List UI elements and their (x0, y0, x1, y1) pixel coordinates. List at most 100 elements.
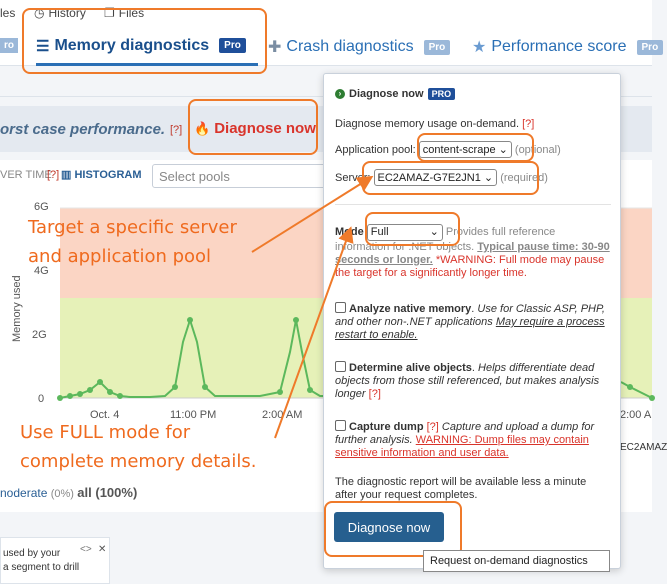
capture-dump-checkbox[interactable] (335, 420, 346, 431)
opt3-warning[interactable]: WARNING: Dump files may contain sensitiv… (335, 434, 589, 459)
pro-badge: Pro (423, 39, 451, 55)
x-tick: Oct. 4 (90, 409, 119, 421)
opt1-desc: Use for Classic ASP, PHP, and other non-… (335, 303, 605, 328)
data-point (187, 317, 193, 323)
mode-label: Mode (335, 226, 364, 238)
opt3-help[interactable]: [?] (426, 421, 439, 433)
time-label: VER TIME (0, 169, 52, 181)
moderate-pct: (0%) (50, 488, 74, 500)
puzzle-icon: ✚ (268, 39, 282, 56)
data-point (117, 393, 123, 399)
data-point (627, 384, 633, 390)
callout-target: Target a specific server and application… (28, 213, 237, 271)
pools-select[interactable]: Select pools (152, 164, 342, 188)
tab-crash-label: Crash diagnostics (286, 38, 414, 55)
mode-value: Full (370, 226, 389, 238)
code-nav-icon[interactable]: <> (80, 544, 92, 555)
tab-memory-diagnostics[interactable]: ☰ Memory diagnostics Pro (36, 28, 258, 66)
diagnose-popover: › Diagnose now PRO Diagnose memory usage… (323, 73, 621, 569)
diagnose-now-button[interactable]: Diagnose now (334, 512, 444, 542)
banner-text: orst case performance. (0, 121, 166, 138)
popover-footer: The diagnostic report will be available … (335, 476, 587, 501)
highlight-memory-tab (22, 8, 267, 74)
pro-badge: Pro (219, 38, 246, 53)
callout-target-line: Target a specific server (28, 217, 237, 238)
banner-help[interactable]: [?] (170, 124, 183, 136)
tab-performance-label: Performance score (491, 38, 627, 55)
callout-full-mode: Use FULL mode for complete memory detail… (20, 418, 256, 476)
callout-target-line: and application pool (28, 246, 212, 267)
moderate-label: noderate (0, 486, 48, 500)
memory-series-line (620, 381, 653, 399)
chevron-down-icon: ⌄ (498, 144, 508, 156)
data-point (172, 384, 178, 390)
data-point (97, 379, 103, 385)
chevron-down-icon: ⌄ (429, 226, 439, 238)
x-tick: 11:00 PM (170, 409, 216, 421)
note-line: a segment to drill (3, 562, 80, 573)
intro-help[interactable]: [?] (522, 118, 535, 130)
tab-memory-label: Memory diagnostics (54, 36, 210, 54)
opt3-desc: Capture and upload a dump for further an… (335, 421, 595, 446)
data-point (87, 387, 93, 393)
option-native-memory: Analyze native memory. Use for Classic A… (335, 302, 605, 341)
server-label: EC2AMAZ (620, 442, 667, 453)
opt1-title: Analyze native memory (349, 303, 472, 315)
highlight-server-select (362, 161, 539, 195)
data-point (277, 389, 283, 395)
pro-badge: PRO (427, 88, 456, 100)
subtab-first[interactable]: les (0, 6, 15, 20)
pool-hint: (optional) (514, 144, 561, 156)
data-point (649, 395, 655, 401)
popover-title: Diagnose now (349, 88, 424, 100)
note-line: used by your (3, 548, 61, 559)
opt2-help[interactable]: [?] (368, 388, 381, 400)
y-tick: 6G (34, 201, 49, 213)
diagnose-now-link[interactable]: 🔥 Diagnose now (194, 120, 316, 137)
diagnose-now-label: Diagnose now (214, 120, 316, 137)
note-panel: used by your a segment to drill <> ✕ (0, 537, 110, 584)
histogram-toggle[interactable]: ▥ HISTOGRAM (61, 168, 142, 181)
server-select[interactable]: EC2AMAZ-G7E2JN1 ⌄ (373, 169, 498, 186)
data-point (57, 395, 63, 401)
data-point (77, 391, 83, 397)
highlight-diagnose-link (188, 99, 318, 155)
button-tooltip: Request on-demand diagnostics (423, 550, 610, 572)
pool-row: Application pool: content-scrape ⌄ (opti… (335, 141, 561, 158)
alive-objects-checkbox[interactable] (335, 361, 346, 372)
chevron-down-icon: ⌄ (483, 172, 494, 184)
opt1-link[interactable]: May require a process restart to enable. (335, 316, 605, 341)
close-icon[interactable]: ✕ (98, 544, 107, 555)
moderate-filter[interactable]: noderate (0%) all (100%) (0, 485, 137, 500)
chevron-right-icon: › (335, 89, 345, 99)
popover-header: › Diagnose now PRO (335, 88, 456, 100)
callout-full-line: Use FULL mode for (20, 422, 191, 443)
divider (335, 204, 611, 205)
time-help[interactable]: [?] (47, 169, 60, 181)
flame-icon: 🔥 (194, 120, 211, 136)
server-row: Server: EC2AMAZ-G7E2JN1 ⌄ (required) (335, 169, 548, 186)
pool-label: Application pool: (335, 144, 416, 156)
y-tick: 0 (38, 393, 44, 405)
data-point (293, 317, 299, 323)
option-alive-objects: Determine alive objects. Helps different… (335, 361, 600, 400)
mode-select[interactable]: Full ⌄ (366, 224, 443, 241)
pro-badge-left: ro (0, 38, 18, 53)
tab-crash-diagnostics[interactable]: ✚ Crash diagnostics Pro (268, 28, 451, 66)
all-filter: all (100%) (77, 485, 138, 500)
x-tick: 2:00 AM (262, 409, 302, 421)
mode-pause: Typical pause time: 30-90 seconds or lon… (335, 241, 610, 266)
pool-select[interactable]: content-scrape ⌄ (418, 141, 512, 158)
mode-row: Mode Full ⌄ Provides full reference info… (335, 224, 611, 280)
tab-performance-score[interactable]: ★ Performance score Pro (472, 28, 664, 66)
intro-text: Diagnose memory usage on-demand. (335, 118, 520, 130)
x-tick: 2:00 A (620, 409, 652, 421)
opt2-title: Determine alive objects (349, 362, 472, 374)
y-tick: 4G (34, 265, 49, 277)
popover-intro: Diagnose memory usage on-demand. [?] (335, 118, 534, 130)
data-point (67, 393, 73, 399)
star-icon: ★ (472, 39, 487, 56)
data-point (202, 384, 208, 390)
native-memory-checkbox[interactable] (335, 302, 346, 313)
option-capture-dump: Capture dump [?] Capture and upload a du… (335, 420, 611, 460)
